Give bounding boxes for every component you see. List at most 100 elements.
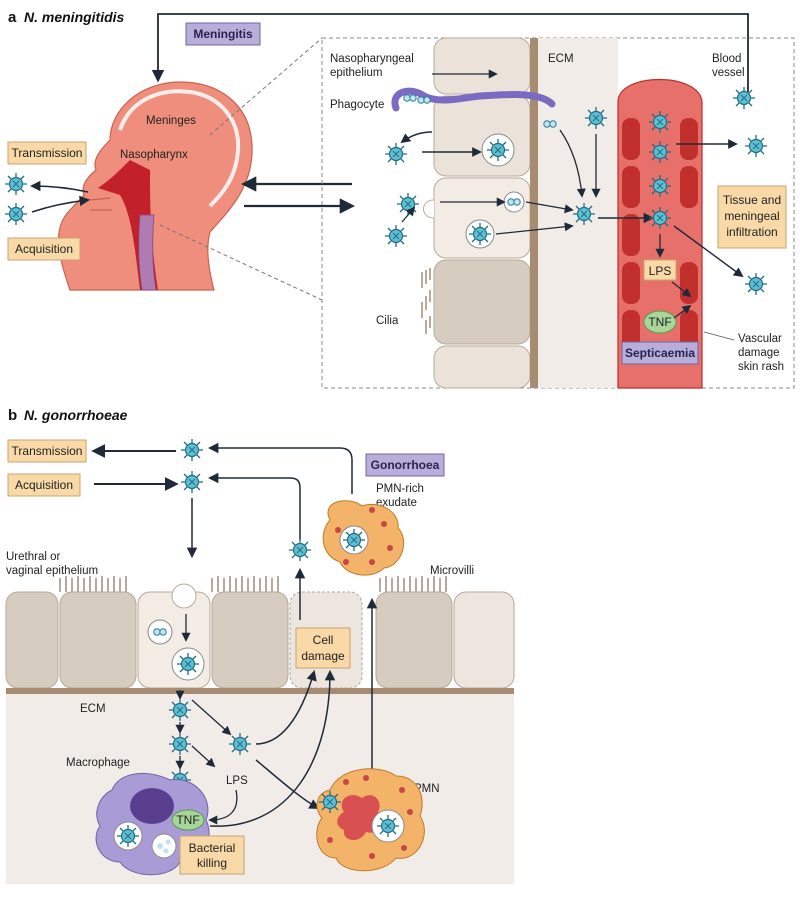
exudate-to-transmission-arrow — [207, 442, 353, 494]
transcytosis-arrow-2 — [525, 201, 574, 214]
transmission-label-a: Transmission — [12, 146, 83, 160]
release-to-acquisition-arrow — [207, 472, 301, 540]
tnf-to-damage-arrow — [209, 669, 336, 827]
lps-release-arrow — [191, 745, 216, 768]
ecm-label-b: ECM — [80, 703, 106, 715]
septicaemia-label: Septicaemia — [625, 346, 695, 360]
acquisition-label-b: Acquisition — [15, 478, 73, 492]
bacterium-icon — [168, 698, 192, 722]
panel-a-letter: a — [8, 9, 17, 26]
zoom-guides — [159, 37, 323, 301]
panel-b-title: N. gonorrhoeae — [24, 407, 128, 423]
bacterium-icon — [648, 110, 672, 134]
bacterium-icon — [4, 202, 28, 226]
epithelium-label-l1: Nasopharyngeal — [330, 53, 414, 65]
dissemination-arrow-2 — [673, 225, 744, 278]
acquisition-box-b — [7, 473, 81, 497]
bacteria-to-pmn-arrow — [255, 759, 320, 810]
epithelium-label-b-l1: Urethral or — [6, 551, 60, 563]
nasopharynx-label: Nasopharynx — [120, 149, 188, 161]
bacterium-icon — [228, 732, 252, 756]
bacterium-icon — [180, 438, 204, 462]
tnf-ellipse-a — [643, 310, 677, 334]
tissue-label-l3: infiltration — [726, 225, 777, 239]
phagocytosis-arrow — [400, 131, 433, 144]
bacterium-icon — [744, 134, 768, 158]
bacterium-icon — [376, 814, 400, 838]
adherence-arrow — [401, 206, 416, 223]
bacterium-icon — [648, 206, 672, 230]
bacterium-icon — [168, 732, 192, 756]
bacterial-killing-box — [179, 835, 245, 875]
acquisition-arrow-a — [31, 195, 91, 213]
ecm-space-b — [6, 694, 514, 884]
gonorrhoea-tag — [365, 453, 445, 477]
lps-to-vessel-arrow — [671, 281, 692, 298]
cell-damage-label-l1: Cell — [313, 633, 334, 647]
dissemination-arrow — [151, 13, 749, 92]
bacterium-icon — [584, 106, 608, 130]
panel-b-letter: b — [8, 407, 17, 424]
meninges-label: Meninges — [146, 115, 196, 127]
cell-damage-box — [295, 627, 351, 669]
bacterium-icon — [468, 222, 492, 246]
phagocyte-shape — [391, 87, 556, 112]
septicaemia-tag — [621, 341, 699, 365]
cilia-label: Cilia — [376, 315, 399, 327]
microvilli-label: Microvilli — [430, 565, 474, 577]
bacterium-icon — [384, 142, 408, 166]
acquisition-box-a — [7, 237, 81, 261]
killing-label-l2: killing — [197, 856, 227, 870]
panel-b: b N. gonorrhoeae Transmission Acquisitio… — [5, 407, 515, 884]
bacterium-icon — [4, 172, 28, 196]
bacterium-icon — [384, 224, 408, 248]
head-illustration — [57, 81, 253, 291]
bacterium-icon — [403, 94, 417, 102]
phagocyte-label: Phagocyte — [330, 99, 384, 111]
pmn-exudate — [322, 500, 405, 576]
transcytosis-arrow-3 — [495, 222, 574, 235]
transmission-arrow-a — [29, 180, 89, 193]
ecm-band-a — [530, 38, 538, 388]
bacterium-icon — [648, 174, 672, 198]
blood-vessel-label-l2: vessel — [712, 67, 745, 79]
tnf-label-b: TNF — [176, 813, 199, 827]
gonorrhoea-label: Gonorrhoea — [371, 458, 440, 472]
tissue-infiltration-box — [717, 185, 787, 249]
tissue-label-l2: meningeal — [724, 209, 779, 223]
vascular-label-l1: Vascular — [738, 333, 782, 345]
vascular-label-l3: skin rash — [738, 361, 784, 373]
vascular-pointer — [703, 331, 735, 341]
lps-to-macrophage-arrow — [208, 789, 238, 825]
lps-box-a — [643, 259, 677, 281]
acquisition-label-a: Acquisition — [15, 242, 73, 256]
killing-label-l1: Bacterial — [189, 841, 236, 855]
bacterium-icon — [648, 140, 672, 164]
transmission-label-b: Transmission — [12, 444, 83, 458]
bacterium-icon — [176, 652, 200, 676]
bacterium-icon — [744, 272, 768, 296]
bacteria-to-damage-arrow — [255, 669, 317, 745]
tnf-ellipse-b — [171, 809, 205, 831]
panel-a-title: N. meningitidis — [24, 9, 125, 25]
blood-vessel-label-l1: Blood — [712, 53, 741, 65]
tnf-label-a: TNF — [648, 315, 671, 329]
bacterium-icon — [732, 86, 756, 110]
ecm-band-b — [6, 688, 514, 694]
bacterium-icon — [180, 470, 204, 494]
bacterium-icon — [288, 538, 312, 562]
epithelium-label-l2: epithelium — [330, 67, 382, 79]
bacterium-icon — [486, 138, 510, 162]
exudate-label-l1: PMN-rich — [376, 483, 424, 495]
pmn-cell — [316, 768, 425, 872]
urogenital-epithelium — [5, 576, 515, 689]
vascular-label-l2: damage — [738, 347, 780, 359]
phagocyte-arrow — [559, 129, 586, 198]
cell-damage-label-l2: damage — [301, 649, 345, 663]
lps-label-b: LPS — [226, 775, 248, 787]
bacterium-icon — [396, 192, 420, 216]
lps-label-a: LPS — [649, 264, 672, 278]
tnf-to-vessel-arrow — [673, 304, 692, 319]
